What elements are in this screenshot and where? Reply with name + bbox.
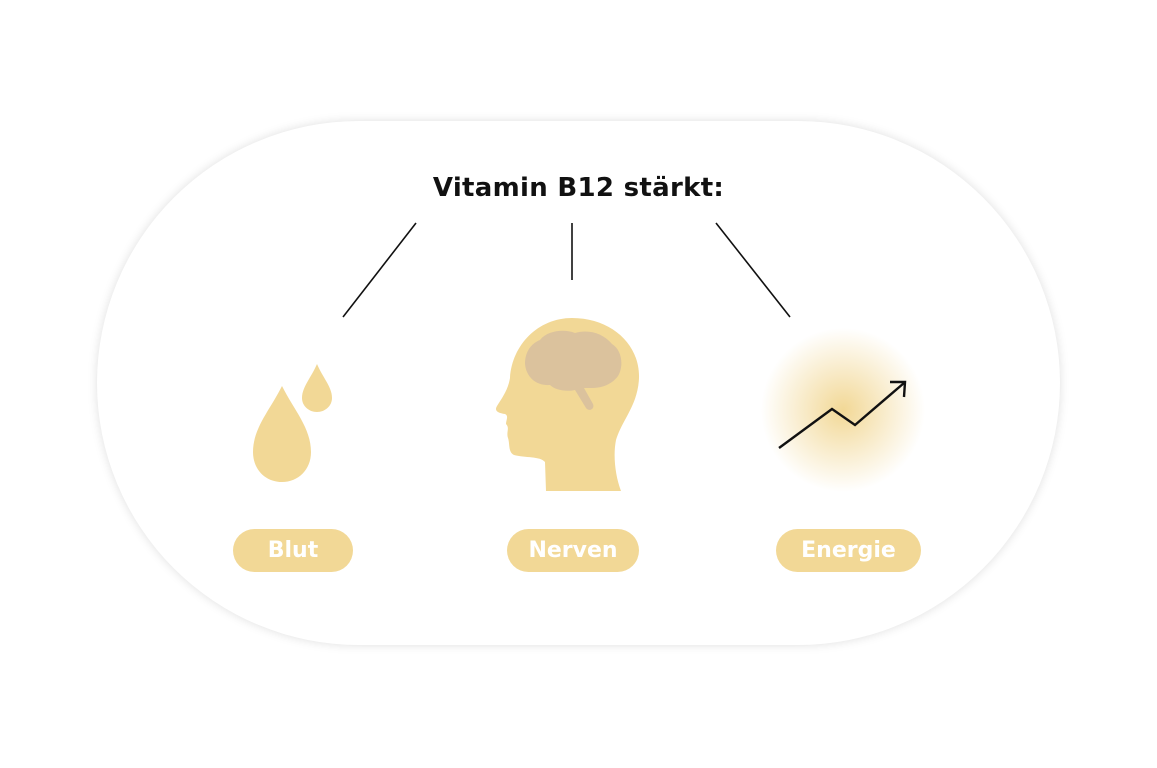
rising-arrow-icon <box>761 328 925 492</box>
connector-line-blut <box>342 222 417 318</box>
connector-line-energie <box>715 222 791 318</box>
label-energie: Energie <box>776 529 921 572</box>
label-blut: Blut <box>233 529 353 572</box>
title: Vitamin B12 stärkt: <box>432 173 725 203</box>
blood-drops-icon <box>253 364 332 482</box>
head-brain-icon <box>495 318 640 491</box>
label-nerven: Nerven <box>507 529 639 572</box>
